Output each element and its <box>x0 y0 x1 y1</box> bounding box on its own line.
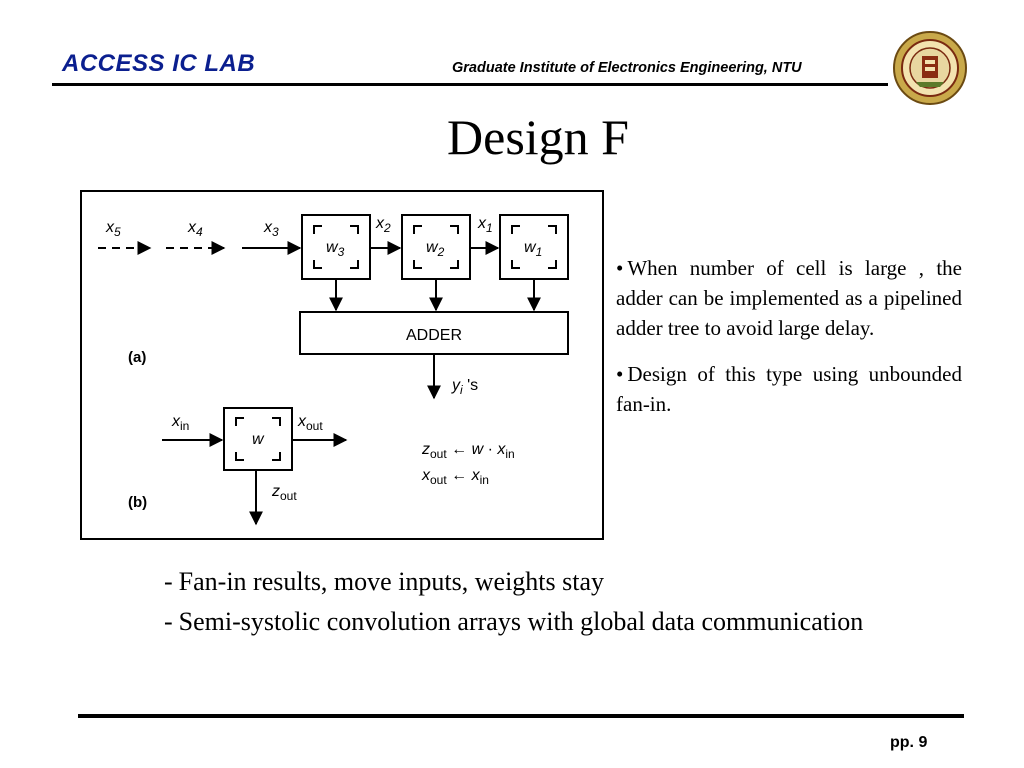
footer-divider <box>78 714 964 718</box>
lab-title: ACCESS IC LAB <box>62 50 256 77</box>
svg-text:w3: w3 <box>326 239 345 259</box>
note-text: Semi-systolic convolution arrays with gl… <box>178 607 864 636</box>
institute-name: Graduate Institute of Electronics Engine… <box>452 60 802 76</box>
page-number: pp. 9 <box>890 734 928 751</box>
systolic-array-diagram: x5 x4 x3 x2 x1 w3 w2 w1 ADDER yi 's (a) … <box>98 214 569 526</box>
svg-text:w: w <box>252 431 265 448</box>
cell-w: w <box>223 407 293 471</box>
weight-cell-w3: w3 <box>301 214 371 280</box>
input-x1: x1 <box>477 215 493 235</box>
notes-list: -Fan-in results, move inputs, weights st… <box>164 562 904 642</box>
bullet-dot-icon: • <box>616 256 624 280</box>
bullet-list: •When number of cell is large , the adde… <box>616 253 962 435</box>
equation-zout: zout ← w · xin <box>421 441 515 461</box>
input-x5: x5 <box>105 219 121 239</box>
ntu-seal-icon <box>893 31 967 105</box>
bullet-text: When number of cell is large , the adder… <box>616 256 962 340</box>
weight-cell-w1: w1 <box>499 214 569 280</box>
part-a-label: (a) <box>128 349 146 366</box>
bullet-item: •Design of this type using unbounded fan… <box>616 359 962 419</box>
dash-icon: - <box>164 567 173 596</box>
dash-icon: - <box>164 607 173 636</box>
weight-cell-w2: w2 <box>401 214 471 280</box>
note-item: -Fan-in results, move inputs, weights st… <box>164 562 904 602</box>
output-yi: yi 's <box>451 377 478 397</box>
output-xout: xout <box>297 413 323 433</box>
equation-xout: xout ← xin <box>421 467 489 487</box>
adder-label: ADDER <box>406 327 462 344</box>
svg-text:w1: w1 <box>524 239 542 259</box>
svg-text:w2: w2 <box>426 239 445 259</box>
input-x4: x4 <box>187 219 203 239</box>
bullet-text: Design of this type using unbounded fan-… <box>616 362 962 416</box>
bullet-item: •When number of cell is large , the adde… <box>616 253 962 343</box>
note-item: -Semi-systolic convolution arrays with g… <box>164 602 904 642</box>
bullet-dot-icon: • <box>616 362 624 386</box>
input-x2: x2 <box>375 215 391 235</box>
note-text: Fan-in results, move inputs, weights sta… <box>178 567 605 596</box>
input-xin: xin <box>171 413 189 433</box>
output-zout: zout <box>271 483 297 503</box>
figure-frame <box>80 190 604 540</box>
header-divider <box>52 83 888 86</box>
page-title: Design F <box>447 109 629 165</box>
part-b-label: (b) <box>128 494 147 511</box>
input-x3: x3 <box>263 219 279 239</box>
